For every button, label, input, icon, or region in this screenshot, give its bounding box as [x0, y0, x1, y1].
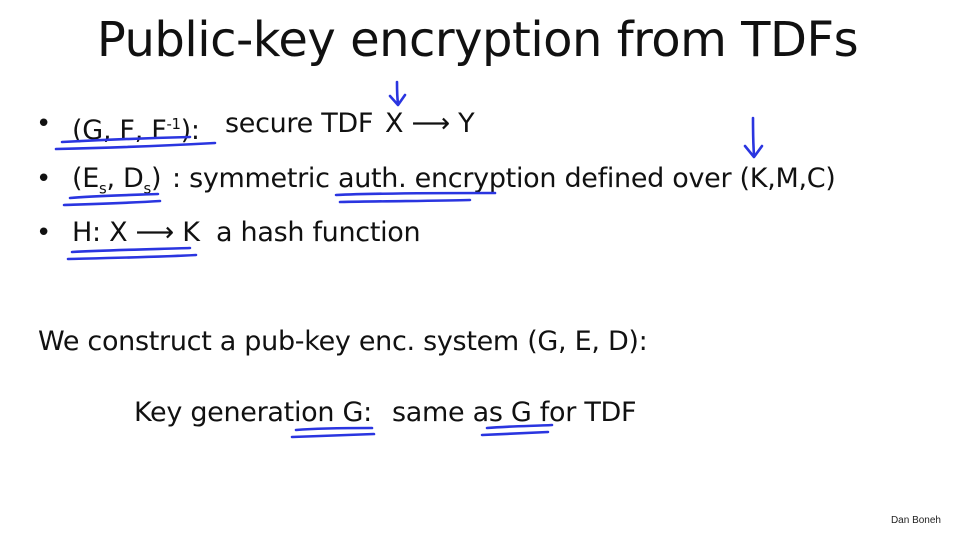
bullet-tdf: (G, F, F-1):: [72, 107, 200, 148]
keygen-description: same as G for TDF: [392, 397, 637, 428]
tdf-map: X ⟶ Y: [385, 108, 475, 139]
author-credit: Dan Boneh: [890, 515, 941, 526]
ink-underline-keygen-2: [290, 432, 376, 439]
ink-arrowhead-x: [388, 93, 407, 107]
bullet-dot: •: [36, 218, 52, 248]
ink-arrow-x: [395, 80, 400, 106]
construct-line: We construct a pub-key enc. system (G, E…: [38, 326, 648, 357]
bullet-dot: •: [36, 164, 52, 194]
slide-title: Public-key encryption from TDFs: [96, 12, 859, 68]
keygen-label: Key generation G:: [134, 397, 372, 428]
hash-description: a hash function: [216, 217, 421, 248]
hash-term: H: X ⟶ K: [72, 217, 200, 248]
tdf-term: (G, F, F-1):: [72, 115, 200, 146]
sym-enc-description: : symmetric auth. encryption defined ove…: [172, 163, 836, 194]
bullet-dot: •: [36, 109, 52, 139]
tdf-description: secure TDF: [225, 108, 374, 139]
ink-underline-auth-2: [338, 198, 472, 204]
ink-arrow-k: [751, 116, 756, 157]
ink-underline-asg-2: [480, 430, 550, 437]
sym-enc-term: (Es, Ds): [72, 163, 162, 198]
ink-arrowhead-k: [743, 144, 764, 159]
ink-underline-hash-2: [66, 253, 198, 261]
